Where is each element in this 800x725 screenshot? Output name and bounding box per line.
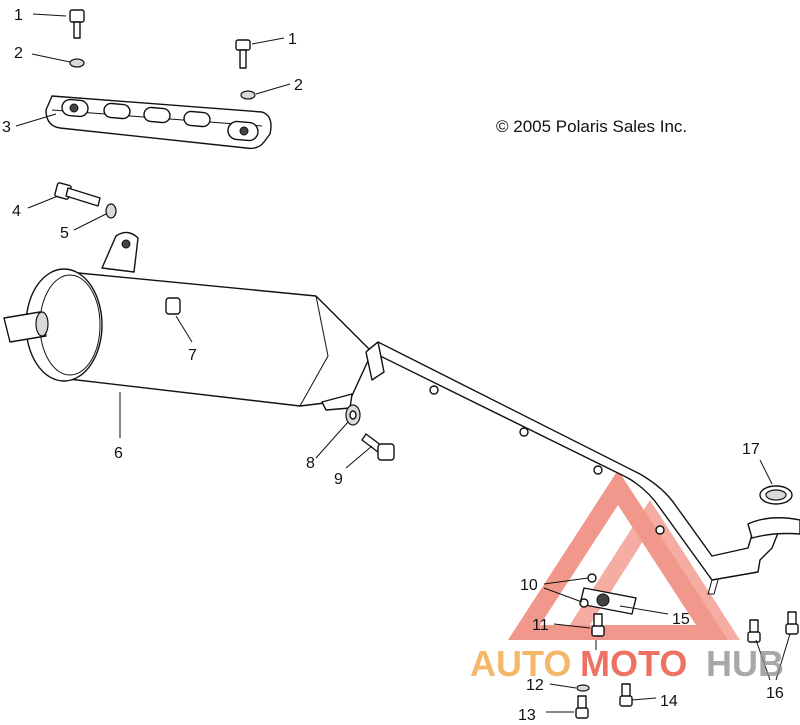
- bolt-part-14: [619, 683, 633, 707]
- leader-lines: [15, 13, 791, 713]
- washer-part-5: [105, 203, 117, 219]
- bolt-part-4: [54, 182, 101, 207]
- callout-2: 2: [14, 45, 23, 62]
- callout-6: 6: [114, 445, 123, 462]
- callout-4: 4: [12, 203, 21, 220]
- callout-5: 5: [60, 225, 69, 242]
- callout-2: 2: [294, 77, 303, 94]
- washer-part-8: [345, 404, 361, 426]
- callout-1: 1: [14, 7, 23, 24]
- bolt-part-13: [575, 695, 589, 719]
- washer-part-2-right: [240, 90, 256, 100]
- bolt-part-16-left: [747, 619, 761, 643]
- plug-part-7: [165, 297, 181, 315]
- svg-text:HUB: HUB: [706, 643, 784, 684]
- bolt-part-16-right: [785, 611, 799, 635]
- heat-shield-part-3: [45, 95, 272, 150]
- svg-text:MOTO: MOTO: [580, 643, 687, 684]
- callout-3: 3: [2, 119, 11, 136]
- callout-labels: 1 2 1 2 3 4 5 6 7 8 9 10 11 12 13 14 15 …: [2, 7, 784, 724]
- bolt-part-9: [361, 433, 395, 461]
- exhaust-pipe: [365, 341, 800, 595]
- callout-8: 8: [306, 455, 315, 472]
- callout-12: 12: [526, 677, 544, 694]
- callout-11: 11: [532, 617, 549, 634]
- watermark-text: AUTO MOTO HUB: [470, 643, 784, 684]
- bolt-part-1-left: [69, 9, 85, 39]
- washer-part-12: [576, 684, 590, 692]
- bolt-part-1-right: [235, 39, 251, 69]
- callout-13: 13: [518, 707, 536, 724]
- watermark-logo: [508, 470, 740, 640]
- callout-9: 9: [334, 471, 343, 488]
- bracket-part-15: [579, 573, 637, 615]
- muffler-part-6: [3, 231, 373, 411]
- callout-15: 15: [672, 611, 690, 628]
- bolt-part-11: [591, 613, 605, 637]
- washer-part-2-left: [69, 58, 85, 68]
- copyright-text: © 2005 Polaris Sales Inc.: [496, 117, 687, 136]
- gasket-part-17: [759, 485, 793, 505]
- callout-10: 10: [520, 577, 538, 594]
- svg-text:AUTO: AUTO: [470, 643, 571, 684]
- callout-16: 16: [766, 685, 784, 702]
- callout-7: 7: [188, 347, 197, 364]
- callout-1: 1: [288, 31, 297, 48]
- callout-17: 17: [742, 441, 760, 458]
- callout-14: 14: [660, 693, 678, 710]
